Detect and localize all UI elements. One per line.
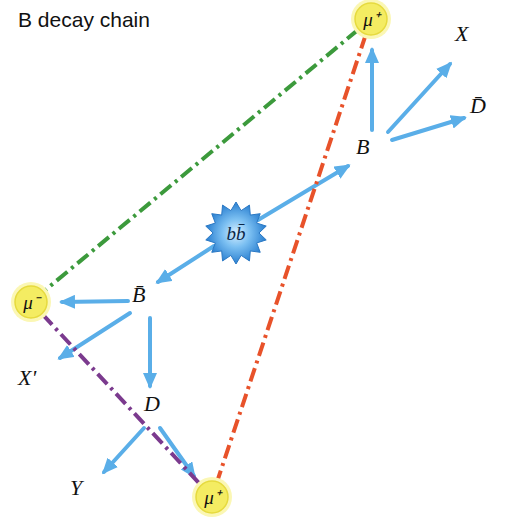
muon-glow bbox=[11, 282, 51, 322]
burst-outline bbox=[206, 202, 266, 264]
muon-disc bbox=[15, 286, 47, 318]
dashed-connector bbox=[43, 314, 201, 484]
muon-disc bbox=[355, 3, 387, 35]
particle-label: Y bbox=[70, 476, 82, 500]
muon-circle: μ⁻ bbox=[14, 285, 48, 319]
muon-text: μ⁺ bbox=[363, 10, 379, 29]
muon-glow bbox=[192, 477, 232, 517]
quark-pair-text: bb̄ bbox=[227, 224, 246, 243]
decay-arrow bbox=[388, 64, 450, 132]
particle-label: B bbox=[356, 135, 369, 159]
decay-arrow bbox=[148, 318, 152, 386]
decay-arrow bbox=[160, 428, 194, 476]
decay-arrow bbox=[370, 50, 374, 130]
dashed-connector bbox=[44, 30, 358, 291]
muon-circle: μ⁺ bbox=[195, 480, 229, 514]
particle-label: D̄ bbox=[470, 94, 486, 118]
muon-circle: μ⁺ bbox=[354, 2, 388, 36]
muon-glow bbox=[351, 0, 391, 39]
quark-pair-burst: bb̄ bbox=[205, 202, 267, 264]
decay-arrow bbox=[258, 166, 348, 220]
muon-text: μ⁺ bbox=[204, 488, 220, 507]
muon-disc bbox=[196, 481, 228, 513]
particle-label: X bbox=[455, 22, 468, 46]
decay-arrow bbox=[104, 428, 144, 472]
muon-text: μ⁻ bbox=[23, 293, 39, 312]
particle-label: X' bbox=[18, 366, 36, 390]
decay-arrow bbox=[158, 246, 214, 282]
particle-label: B̄ bbox=[132, 283, 145, 307]
particle-label: D bbox=[144, 392, 160, 416]
decay-arrow bbox=[62, 301, 128, 302]
decay-arrow bbox=[60, 313, 130, 358]
diagram-title: B decay chain bbox=[18, 8, 150, 32]
decay-arrow bbox=[392, 118, 464, 140]
